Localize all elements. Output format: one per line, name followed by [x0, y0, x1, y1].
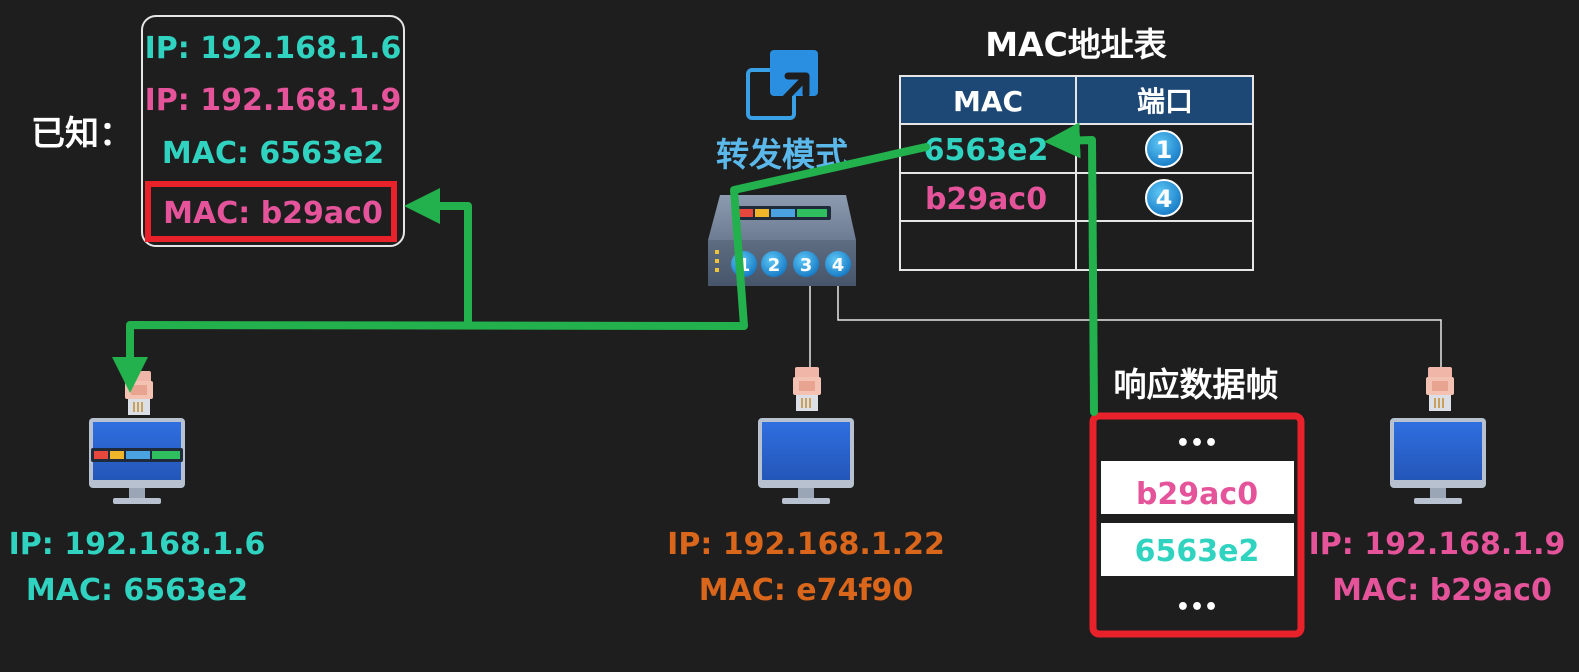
mac-table-row-2-mac: b29ac0 [925, 182, 1047, 217]
host-1-mac: MAC: 6563e2 [26, 573, 248, 608]
host-3-plug-icon [1426, 367, 1454, 411]
cable-port-4 [837, 285, 1442, 367]
learned-mac-highlight [145, 181, 397, 242]
host-2-mac: MAC: e74f90 [699, 573, 913, 608]
forward-to-host-1-arrow [112, 143, 930, 393]
response-frame-row-ellipsis-top: ••• [1176, 431, 1218, 456]
switch-port-2-label: 2 [768, 255, 781, 276]
switch-port-2-icon [761, 251, 787, 277]
host-2-monitor-icon [758, 418, 854, 504]
known-info-panel: 已知： IP: 192.168.1.6 IP: 192.168.1.9 MAC:… [31, 15, 405, 247]
network-cables [809, 285, 1442, 367]
mac-table-header-port: 端口 [1137, 85, 1193, 118]
host-2: IP: 192.168.1.22 MAC: e74f90 [667, 367, 945, 608]
host-1: IP: 192.168.1.6 MAC: 6563e2 [9, 371, 266, 608]
switch-port-3-icon [793, 251, 819, 277]
mac-table-row-1-mac: 6563e2 [924, 133, 1049, 168]
mac-table-row-2-port: 4 [1156, 185, 1173, 213]
switch-port-4-label: 4 [832, 255, 845, 276]
frame-to-table-arrow [1044, 122, 1098, 416]
mac-table-title: MAC地址表 [985, 25, 1167, 64]
known-ip-1: IP: 192.168.1.6 [145, 31, 402, 66]
forward-mode-icon [746, 50, 818, 120]
mac-table-header-mac: MAC [953, 85, 1023, 118]
mac-address-table: MAC地址表 MAC 端口 6563e2 1 b29ac0 4 [899, 25, 1254, 271]
host-2-plug-icon [793, 367, 821, 411]
network-switch: 1 2 3 4 [708, 195, 856, 286]
mac-table-row-1-port: 1 [1156, 136, 1173, 164]
host-3-ip: IP: 192.168.1.9 [1309, 527, 1566, 562]
host-3-monitor-icon [1390, 418, 1486, 504]
known-label: 已知： [31, 114, 133, 154]
response-frame-row-dst-mac: b29ac0 [1136, 477, 1258, 512]
response-frame-row-ellipsis-bottom: ••• [1176, 595, 1218, 620]
host-3: IP: 192.168.1.9 MAC: b29ac0 [1309, 367, 1566, 608]
switch-port-3-label: 3 [800, 255, 813, 276]
response-frame-row-src-mac: 6563e2 [1135, 534, 1260, 569]
known-info-border [141, 15, 405, 247]
response-frame: 响应数据帧 ••• b29ac0 6563e2 ••• [1089, 365, 1305, 638]
host-2-ip: IP: 192.168.1.22 [667, 527, 945, 562]
flow-arrows [112, 122, 1098, 416]
known-mac-1: MAC: 6563e2 [162, 136, 384, 171]
learn-mac-arrow [404, 188, 472, 328]
mac-table-row-1-port-icon [1145, 130, 1183, 168]
known-ip-2: IP: 192.168.1.9 [145, 83, 402, 118]
host-1-ip: IP: 192.168.1.6 [9, 527, 266, 562]
host-3-mac: MAC: b29ac0 [1332, 573, 1552, 608]
known-mac-2: MAC: b29ac0 [163, 196, 383, 231]
mac-table-row-2-port-icon [1145, 179, 1183, 217]
response-frame-title: 响应数据帧 [1114, 365, 1279, 404]
switch-port-4-icon [825, 251, 851, 277]
